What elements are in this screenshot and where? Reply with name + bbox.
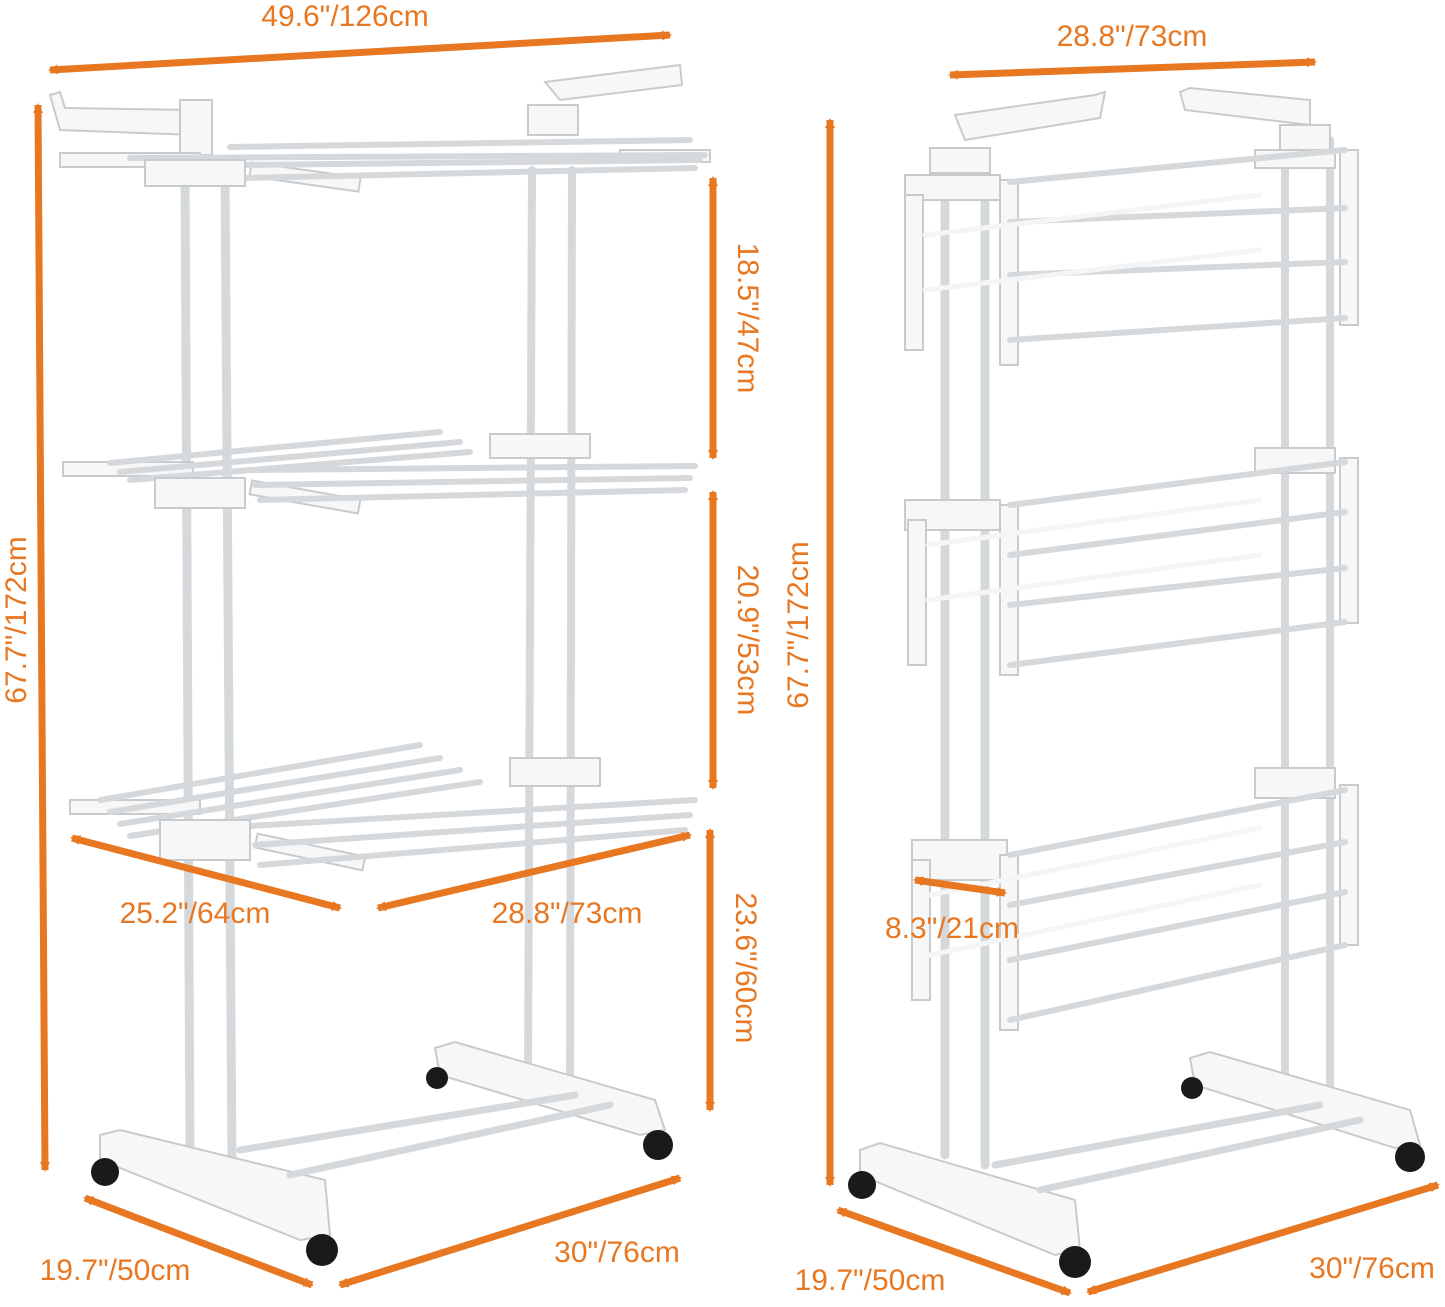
- arrow-right-base-depth: [836, 1206, 1072, 1297]
- left-rack-middle-tier: [62, 429, 698, 515]
- label-right-wing-depth: 8.3"/21cm: [885, 912, 1019, 945]
- right-rack-wheel: [1059, 1246, 1091, 1278]
- arrow-left-base-width: [338, 1174, 682, 1289]
- arrow-right-base-width: [1086, 1181, 1440, 1296]
- left-rack-base: [91, 1040, 673, 1266]
- right-rack-bottom-tier: [911, 767, 1359, 1031]
- left-rack-poles: [180, 166, 576, 1167]
- left-drying-rack: [48, 63, 711, 1266]
- dimension-arrows: [33, 30, 1440, 1297]
- left-rack-bottom-tier: [69, 742, 698, 872]
- arrow-right-width-folded: [948, 57, 1317, 80]
- label-right-width-folded: 28.8"/73cm: [1057, 20, 1208, 53]
- left-rack-top-tier: [59, 137, 711, 193]
- right-rack-wheel: [1181, 1077, 1203, 1099]
- label-left-base-depth: 19.7"/50cm: [40, 1254, 191, 1287]
- label-left-width-extended: 49.6"/126cm: [261, 0, 428, 33]
- arrow-left-shelf-depth: [70, 834, 342, 912]
- left-rack-wheel: [426, 1067, 448, 1089]
- left-rack-wheel: [306, 1234, 338, 1266]
- label-right-base-depth: 19.7"/50cm: [795, 1264, 946, 1297]
- label-left-shelf-width: 28.8"/73cm: [492, 897, 643, 930]
- right-rack-wheel: [848, 1171, 876, 1199]
- label-left-shelf-depth: 25.2"/64cm: [120, 897, 271, 930]
- label-left-gap-top: 18.5"/47cm: [731, 243, 764, 394]
- left-rack-wheel: [643, 1130, 673, 1160]
- label-right-height: 67.7"/172cm: [782, 541, 815, 708]
- label-right-base-width: 30"/76cm: [1309, 1252, 1435, 1285]
- right-drying-rack: [848, 86, 1425, 1278]
- right-rack-poles: [940, 136, 1334, 1170]
- label-left-height: 67.7"/172cm: [0, 536, 33, 703]
- label-left-gap-bottom: 23.6"/60cm: [729, 893, 762, 1044]
- right-rack-middle-tier: [904, 447, 1359, 676]
- left-rack-wheel: [91, 1158, 119, 1186]
- arrow-left-width-extended: [48, 30, 672, 75]
- arrow-right-wing-depth: [913, 876, 1007, 897]
- arrow-left-shelf-width: [376, 831, 692, 912]
- arrow-left-base-depth: [83, 1194, 314, 1289]
- right-rack-top-tier: [904, 147, 1359, 366]
- label-left-gap-middle: 20.9"/53cm: [731, 565, 764, 716]
- arrow-left-height: [33, 103, 50, 1172]
- right-rack-top-hooks: [929, 86, 1331, 174]
- right-rack-wheel: [1395, 1142, 1425, 1172]
- label-left-base-width: 30"/76cm: [554, 1236, 680, 1269]
